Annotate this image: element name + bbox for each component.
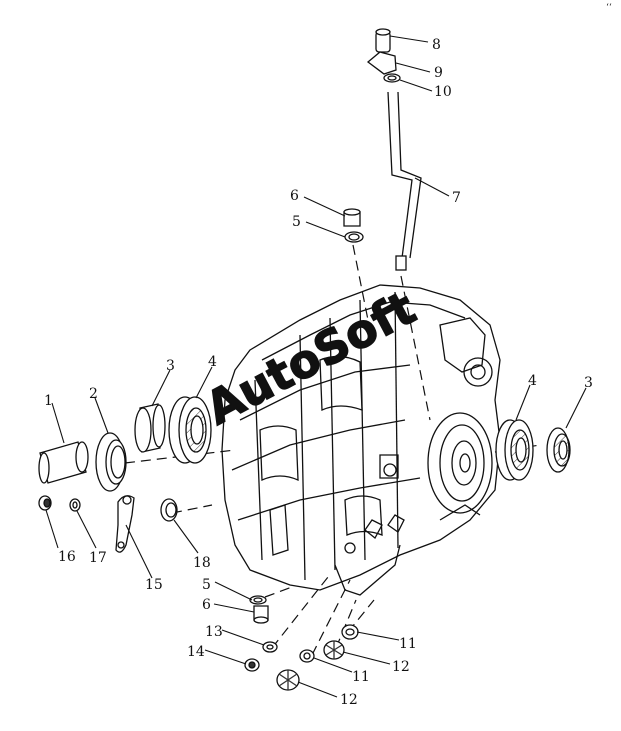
- callout-6: 6: [290, 188, 299, 204]
- callout-5-lower: 5: [202, 577, 211, 593]
- callout-11-lower: 11: [352, 669, 370, 685]
- callout-2: 2: [89, 386, 98, 402]
- part-11-ring-lower: [299, 649, 315, 663]
- output-flange-boss: [427, 412, 493, 514]
- callout-14: 14: [187, 644, 205, 660]
- part-17-washer: [69, 498, 81, 512]
- part-5-gasket-upper: [344, 231, 364, 243]
- callout-labels: 1 2 3 4 4 3 8 9 10 7 6 5 5 6 13 14 16 17…: [44, 37, 593, 708]
- callout-4-right: 4: [528, 373, 537, 389]
- part-5-gasket-lower: [249, 595, 267, 605]
- part-7-dipstick-tube: [387, 91, 422, 271]
- callout-15: 15: [145, 577, 163, 593]
- part-3-cap-right: [546, 427, 571, 473]
- part-15-lever: [115, 495, 135, 553]
- callout-10: 10: [434, 84, 452, 100]
- callout-17: 17: [89, 550, 107, 566]
- part-12-filter-lower: [276, 669, 300, 691]
- part-8-dipstick-cap: [375, 28, 391, 53]
- callout-6-lower: 6: [202, 597, 211, 613]
- part-12-filter-upper: [323, 640, 345, 660]
- transmission-housing: [221, 284, 501, 596]
- part-11-ring-upper: [341, 624, 359, 640]
- callout-18: 18: [193, 555, 211, 571]
- part-10-oring: [383, 73, 401, 83]
- part-14-bolt: [244, 658, 260, 672]
- part-6-plug-lower: [253, 605, 269, 624]
- callout-11: 11: [399, 636, 417, 652]
- corner-mark: ‘‘: [606, 2, 612, 13]
- callout-7: 7: [452, 190, 461, 206]
- part-9-bracket: [366, 51, 397, 75]
- part-18-seal: [160, 498, 178, 522]
- callout-1: 1: [44, 393, 53, 409]
- callout-5: 5: [292, 214, 301, 230]
- part-1-sleeve: [38, 441, 89, 484]
- part-3-cap-left: [134, 403, 166, 453]
- part-13-washer: [262, 641, 278, 653]
- part-4-bearing-left: [168, 396, 212, 464]
- part-2-seal-ring: [95, 432, 127, 492]
- leader-lines: [45, 35, 587, 698]
- callout-3: 3: [166, 358, 175, 374]
- callout-8: 8: [432, 37, 441, 53]
- part-16-nut: [38, 495, 52, 511]
- callout-12-lower: 12: [340, 692, 358, 708]
- callout-13: 13: [205, 624, 223, 640]
- part-4-bearing-right: [495, 419, 534, 481]
- callout-9: 9: [434, 65, 443, 81]
- callout-3-right: 3: [584, 375, 593, 391]
- autosoft-watermark: AutoSoft: [197, 280, 424, 435]
- callout-16: 16: [58, 549, 76, 565]
- callout-12: 12: [392, 659, 410, 675]
- part-6-plug-upper: [343, 208, 361, 227]
- callout-4: 4: [208, 354, 217, 370]
